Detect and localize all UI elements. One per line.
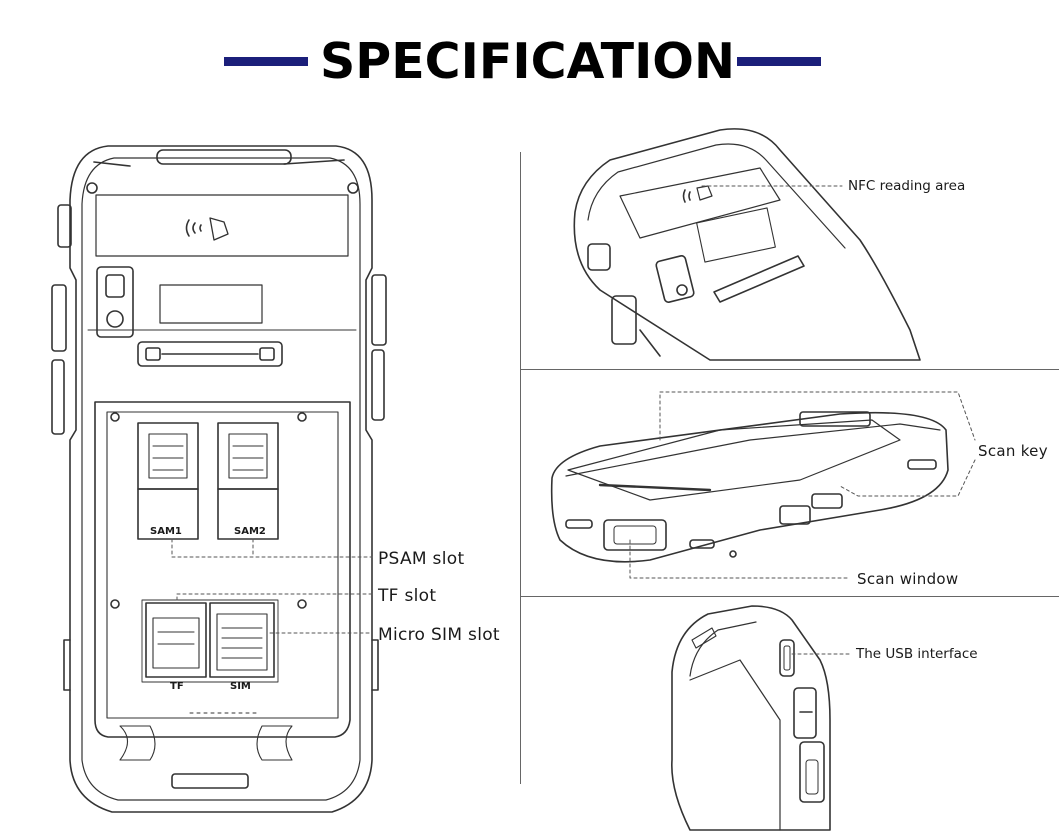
psam-slot-callout: PSAM slot <box>378 549 465 569</box>
scan-key-callout: Scan key <box>978 442 1048 460</box>
title-accent-line-right <box>737 57 821 66</box>
micro-sim-slot-callout: Micro SIM slot <box>378 625 500 645</box>
panel-divider-horizontal-2 <box>521 596 1059 597</box>
page-title: SPECIFICATION <box>320 33 735 90</box>
tf-slot-callout: TF slot <box>378 586 437 606</box>
sam2-label: SAM2 <box>234 526 266 537</box>
panel-divider-horizontal-1 <box>521 369 1059 370</box>
usb-view-drawing <box>671 605 853 831</box>
usb-interface-callout: The USB interface <box>856 646 978 662</box>
title-accent-line-left <box>224 57 308 66</box>
sam1-label: SAM1 <box>150 526 182 537</box>
nfc-area-callout: NFC reading area <box>848 178 966 194</box>
header: SPECIFICATION <box>0 30 1059 94</box>
sim-label: SIM <box>230 681 251 692</box>
tf-label: TF <box>170 681 184 692</box>
panel-divider-vertical <box>520 152 521 784</box>
scan-window-callout: Scan window <box>857 570 959 588</box>
nfc-view-drawing <box>573 128 921 361</box>
back-view-drawing <box>51 145 387 813</box>
scan-view-drawing <box>550 391 976 579</box>
